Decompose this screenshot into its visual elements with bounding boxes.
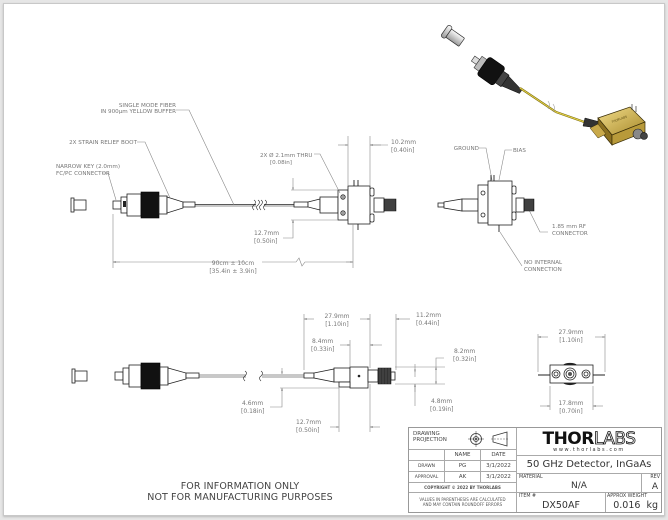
bottom-view bbox=[437, 175, 535, 232]
dim-12-7in-side: [0.50in] bbox=[296, 427, 320, 434]
projection-label-2: PROJECTION bbox=[413, 437, 447, 443]
dimension-lines-side bbox=[270, 314, 445, 432]
isometric-view: THORLABS bbox=[440, 24, 648, 146]
fiber-label-2: IN 900µm YELLOW BUFFER bbox=[100, 109, 176, 115]
fiber-label-1: SINGLE MODE FIBER bbox=[119, 103, 176, 109]
dim-4-6mm: 4.6mm bbox=[242, 400, 263, 407]
material-label: MATERIAL bbox=[519, 475, 543, 480]
no-connection-label-1: NO INTERNAL bbox=[524, 260, 563, 266]
name-header: NAME bbox=[445, 450, 481, 461]
iso-break-mark bbox=[547, 100, 555, 113]
narrow-key-label-1: NARROW KEY (2.0mm) bbox=[56, 164, 120, 170]
dim-12-7in: [0.50in] bbox=[254, 238, 278, 245]
dim-end-27-9in: [1.10in] bbox=[559, 337, 583, 344]
dim-10-2in: [0.40in] bbox=[391, 147, 415, 154]
drawn-date: 3/1/2022 bbox=[481, 461, 517, 472]
svg-text:THORLABS: THORLABS bbox=[610, 115, 628, 125]
weight-value: 0.016 kg bbox=[613, 500, 658, 511]
dim-4-8in: [0.19in] bbox=[430, 406, 454, 413]
values-note: VALUES IN PARENTHESIS ARE CALCULATED AND… bbox=[409, 493, 517, 512]
copyright: COPYRIGHT © 2022 BY THORLABS bbox=[409, 483, 517, 493]
dim-4-6in: [0.18in] bbox=[241, 408, 265, 415]
weight-cell: APPROX WEIGHT 0.016 kg bbox=[606, 493, 661, 512]
dim-8-2mm: 8.2mm bbox=[454, 348, 475, 355]
values-note-line-1: VALUES IN PARENTHESIS ARE CALCULATED bbox=[419, 497, 506, 502]
approval-label: APPROVAL bbox=[409, 472, 445, 483]
no-connection-label-2: CONNECTION bbox=[524, 267, 562, 273]
dim-end-17-8mm: 17.8mm bbox=[558, 400, 583, 407]
dim-11-2mm: 11.2mm bbox=[416, 312, 441, 319]
detector-body-top bbox=[293, 180, 397, 230]
hole-label-2: [0.08in] bbox=[270, 160, 292, 166]
drawn-label: DRAWN bbox=[409, 461, 445, 472]
dim-4-8mm: 4.8mm bbox=[431, 398, 452, 405]
approval-date: 3/1/2022 bbox=[481, 472, 517, 483]
iso-detector-body: THORLABS bbox=[589, 104, 648, 146]
rf-connector-label-1: 1.85 mm RF bbox=[552, 224, 586, 230]
detector-body-side bbox=[349, 366, 369, 389]
material-value: N/A bbox=[571, 481, 587, 491]
item-number: DX50AF bbox=[542, 500, 580, 511]
third-angle-projection-icon bbox=[468, 431, 509, 447]
dim-12-7mm: 12.7mm bbox=[254, 230, 279, 237]
hole-label-1: 2X Ø 2.1mm THRU bbox=[260, 152, 313, 159]
thorlabs-logo: THORLABS bbox=[542, 429, 636, 449]
rev-value: A bbox=[651, 482, 658, 492]
notice-line-1: FOR INFORMATION ONLY bbox=[180, 481, 300, 492]
narrow-key-label-2: FC/PC CONNECTOR bbox=[56, 171, 110, 177]
ground-label: GROUND bbox=[454, 146, 479, 152]
values-note-line-2: AND MAY CONTAIN ROUNDOFF ERRORS bbox=[422, 502, 503, 507]
item-label: ITEM # bbox=[519, 494, 537, 499]
strain-relief-label: 2X STRAIN RELIEF BOOT bbox=[69, 140, 137, 146]
end-view: 27.9mm [1.10in] 17.8mm [0.70in] bbox=[537, 329, 606, 415]
drawing-title: 50 GHz Detector, InGaAs bbox=[517, 456, 661, 474]
website: www.thorlabs.com bbox=[553, 447, 625, 453]
callout-leaders bbox=[102, 109, 548, 267]
side-view: 27.9mm [1.10in] 11.2mm [0.44in] 8.4mm [0… bbox=[71, 312, 477, 434]
dim-8-4in: [0.33in] bbox=[311, 346, 335, 353]
fiber-break-mark bbox=[252, 199, 260, 211]
dimension-lines-end bbox=[537, 334, 606, 410]
top-view: SINGLE MODE FIBER IN 900µm YELLOW BUFFER… bbox=[56, 103, 588, 275]
information-notice: FOR INFORMATION ONLY NOT FOR MANUFACTURI… bbox=[80, 481, 400, 503]
dimension-lines-top bbox=[112, 136, 388, 268]
dim-27-9in: [1.10in] bbox=[325, 321, 349, 328]
approval-name: AK bbox=[445, 472, 481, 483]
weight-label: APPROX WEIGHT bbox=[607, 494, 648, 499]
dim-end-27-9mm: 27.9mm bbox=[558, 329, 583, 336]
dim-27-9mm: 27.9mm bbox=[324, 313, 349, 320]
material-cell: MATERIAL N/A bbox=[517, 474, 642, 493]
dim-length-in: [35.4in ± 3.9in] bbox=[209, 268, 256, 275]
date-header: DATE bbox=[481, 450, 517, 461]
item-cell: ITEM # DX50AF bbox=[517, 493, 606, 512]
dim-10-2mm: 10.2mm bbox=[391, 139, 416, 146]
dim-8-2in: [0.32in] bbox=[453, 356, 477, 363]
bias-label: BIAS bbox=[513, 148, 526, 154]
logo-cell: THORLABS www.thorlabs.com bbox=[517, 428, 661, 456]
dim-end-17-8in: [0.70in] bbox=[559, 408, 583, 415]
dim-12-7mm-side: 12.7mm bbox=[296, 419, 321, 426]
rf-connector-label-2: CONNECTOR bbox=[552, 231, 588, 237]
iso-dust-cap bbox=[440, 24, 465, 47]
dim-11-2in: [0.44in] bbox=[416, 320, 440, 327]
fc-pc-connector bbox=[112, 191, 196, 219]
notice-line-2: NOT FOR MANUFACTURING PURPOSES bbox=[147, 492, 333, 503]
title-block: DRAWING PROJECTION NAME DATE DRAWN PG 3/… bbox=[408, 427, 662, 513]
rev-label: REV bbox=[650, 475, 660, 480]
iso-fc-connector bbox=[470, 55, 523, 94]
dim-length-cm: 90cm ± 10cm bbox=[212, 260, 255, 267]
projection-label-1: DRAWING bbox=[413, 431, 440, 437]
drawn-name: PG bbox=[445, 461, 481, 472]
dust-cap bbox=[70, 197, 87, 213]
dim-8-4mm: 8.4mm bbox=[312, 338, 333, 345]
projection-cell: DRAWING PROJECTION bbox=[409, 428, 517, 450]
rev-cell: REV A bbox=[642, 474, 661, 493]
